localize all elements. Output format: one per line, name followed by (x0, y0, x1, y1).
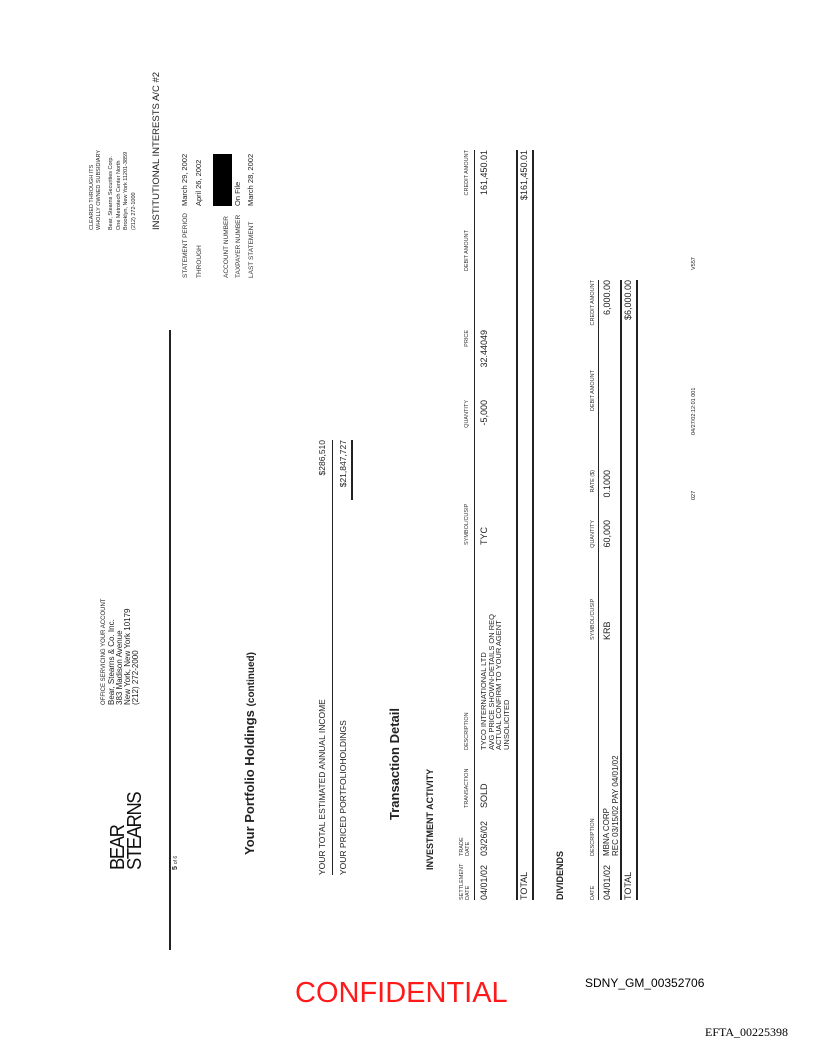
bates-number: SDNY_GM_00352706 (585, 976, 705, 990)
investment-total-top-rule (516, 150, 518, 900)
cell-trade: 03/26/02 (479, 820, 489, 856)
clearing-firm-address: Bear, Stearns Securities Corp. One Metro… (108, 152, 138, 230)
priced-underline (351, 440, 353, 500)
account-number-label: ACCOUNT NUMBER (223, 216, 230, 278)
header-description: DESCRIPTION (464, 712, 470, 750)
bear-stearns-logo: BEAR STEARNS (107, 792, 146, 870)
cell-price: 32.44049 (479, 330, 489, 368)
div-cell-rate: 0.1000 (602, 470, 612, 498)
taxpayer-number-value: On File (233, 181, 242, 206)
statement-period-value: March 29, 2002 (180, 153, 189, 206)
header-symbol: SYMBOL/CUSIP (464, 503, 470, 545)
clearing-line: Brooklyn, New York 11201-3859 (123, 151, 129, 230)
header-quantity: QUANTITY (464, 400, 470, 428)
div-cell-date: 04/01/02 (602, 864, 612, 900)
through-label: THROUGH (196, 245, 203, 278)
cell-description: TYCO INTERNATIONAL LTD AVG PRICE SHOWN-D… (479, 614, 511, 750)
header-text: DATE (465, 841, 471, 856)
portfolio-title-text: Your Portfolio Holdings (242, 710, 257, 855)
priced-holdings-label: YOUR PRICED PORTFOLIOHOLDINGS (338, 720, 348, 875)
cleared-line: CLEARED THROUGH ITS (89, 164, 95, 230)
clearing-line: One Metrotech Center North (115, 160, 122, 230)
statement-period-label: STATEMENT PERIOD (182, 212, 189, 278)
footer-timestamp: 04/27/02:12:01 001 (691, 387, 697, 435)
div-cell-description: MBNA CORP REC 03/15/02 PAY 04/01/02 (602, 755, 620, 856)
investment-activity-title: INVESTMENT ACTIVITY (425, 768, 435, 870)
redacted-account-number (213, 154, 232, 206)
dividends-total-label: TOTAL (623, 871, 633, 900)
last-statement-value: March 28, 2002 (246, 153, 255, 206)
header-transaction: TRANSACTION (464, 768, 470, 808)
dividends-total-top-rule (620, 280, 622, 900)
clearing-line: Bear, Stearns Securities Corp. (108, 156, 114, 230)
cell-settlement: 04/01/02 (479, 864, 489, 900)
div-header-rate: RATE ($) (590, 470, 596, 493)
taxpayer-number-label: TAXPAYER NUMBER (235, 214, 242, 278)
div-header-symbol: SYMBOL/CUSIP (590, 598, 596, 640)
page-number: 5 of 6 (172, 856, 179, 870)
cell-credit: 161,450.01 (479, 150, 489, 196)
transaction-detail-title: Transaction Detail (387, 708, 402, 820)
office-address: OFFICE SERVICING YOUR ACCOUNT Bear, Stea… (100, 599, 140, 705)
through-value: April 26, 2002 (194, 159, 203, 206)
last-statement-label: LAST STATEMENT (248, 221, 255, 278)
logo-line2: STEARNS (124, 792, 146, 870)
header-price: PRICE (464, 330, 470, 347)
cleared-through: CLEARED THROUGH ITS WHOLLY OWNED SUBSIDI… (89, 150, 103, 230)
cell-transaction: SOLD (479, 783, 489, 808)
cell-quantity: -5,000 (479, 400, 489, 426)
investment-total-credit: $161,450.01 (519, 150, 529, 201)
income-label: YOUR TOTAL ESTIMATED ANNUAL INCOME (317, 699, 327, 875)
div-cell-symbol: KRB (602, 621, 612, 640)
dividends-total-bottom-rule (636, 280, 638, 900)
confidential-stamp: CONFIDENTIAL (295, 977, 508, 1009)
dividends-total-credit: $6,000.00 (623, 280, 633, 321)
div-header-quantity: QUANTITY (590, 520, 596, 548)
page-current: 5 (172, 866, 179, 870)
footer-code: V557 (691, 257, 697, 270)
efta-number: EFTA_00225398 (705, 1025, 789, 1039)
header-credit: CREDIT AMOUNT (464, 150, 470, 196)
div-header-description: DESCRIPTION (590, 818, 596, 856)
portfolio-title-suffix: (continued) (246, 652, 257, 707)
description-line: UNSOLICITED (501, 699, 511, 750)
div-cell-quantity: 60,000 (602, 520, 612, 548)
cleared-line: WHOLLY OWNED SUBSIDIARY (96, 149, 102, 230)
priced-holdings-value: $21,847,727 (338, 440, 348, 488)
portfolio-title: Your Portfolio Holdings (continued) (242, 652, 257, 855)
office-line: (212) 272-2000 (131, 650, 140, 705)
page-total: of 6 (173, 855, 179, 865)
dividends-header-divider (598, 280, 599, 900)
div-header-credit: CREDIT AMOUNT (590, 280, 596, 326)
investment-header-divider (474, 150, 475, 900)
dividends-title: DIVIDENDS (555, 850, 565, 900)
header-debit: DEBIT AMOUNT (464, 230, 470, 272)
div-header-debit: DEBIT AMOUNT (590, 370, 596, 412)
investment-total-bottom-rule (532, 150, 534, 900)
header-divider (169, 330, 171, 950)
div-cell-credit: 6,000.00 (602, 280, 612, 316)
income-divider (332, 440, 333, 875)
header-text: DATE (465, 885, 471, 900)
div-header-date: DATE (590, 885, 596, 900)
footer-code: 027 (691, 490, 697, 500)
description-line: REC 03/15/02 PAY 04/01/02 (610, 755, 620, 856)
cell-symbol: TYC (479, 527, 489, 545)
clearing-line: (212) 272-1000 (130, 192, 137, 230)
income-value: $286,510 (317, 440, 327, 476)
account-name: INSTITUTIONAL INTERESTS A/C #2 (151, 71, 162, 230)
investment-total-label: TOTAL (519, 871, 529, 900)
